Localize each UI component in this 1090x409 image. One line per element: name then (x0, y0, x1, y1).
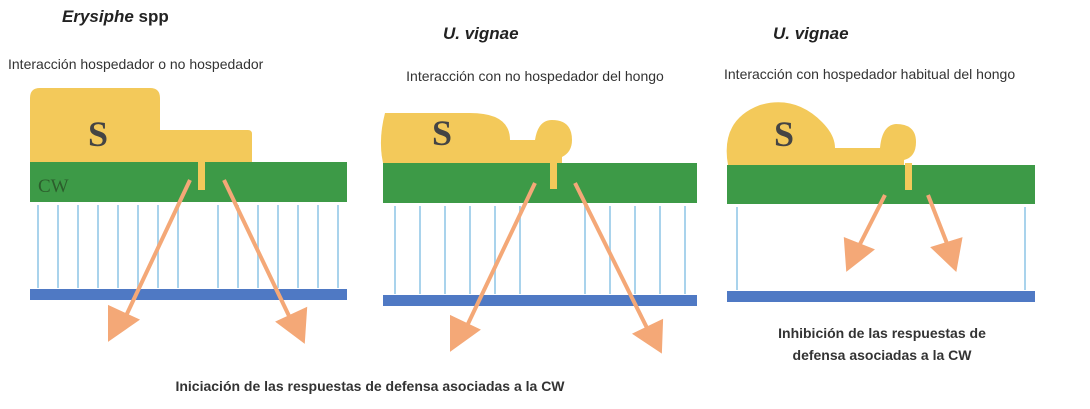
panel3-title: U. vignae (773, 24, 849, 44)
panel1-spore-label: S (88, 114, 108, 154)
panel2-title: U. vignae (443, 24, 519, 44)
panel3-penetration-peg (905, 163, 912, 190)
caption-inhibition: Inhibición de las respuestas de defensa … (778, 325, 986, 363)
caption-initiation: Iniciación de las respuestas de defensa … (175, 378, 565, 394)
panel3-spore: S (726, 102, 916, 165)
panel3-plasma-membrane (727, 291, 1035, 302)
panel3-cell-wall (727, 165, 1035, 204)
panel1-title-species: Erysiphe (62, 7, 134, 26)
panel1-title-suffix: spp (133, 7, 169, 26)
panel3-cytoplasm-lines (736, 207, 1026, 290)
panel1-spore: S (30, 88, 252, 162)
panel2-title-species: U. vignae (443, 24, 519, 43)
panel3-signal-arrows (843, 194, 963, 273)
panel1-title: Erysiphe spp (62, 7, 169, 27)
panel1-plasma-membrane (30, 289, 347, 300)
panel1-cw-label: CW (38, 176, 69, 197)
panel2-penetration-peg (550, 160, 557, 189)
panel2-spore-label: S (432, 113, 452, 153)
panel2-signal-arrows (450, 182, 664, 354)
panel2-cytoplasm-lines (394, 206, 686, 294)
panel1-signal-arrows (108, 179, 308, 344)
panel3-title-species: U. vignae (773, 24, 849, 43)
panel3-subtitle: Interacción con hospedador habitual del … (724, 66, 1016, 82)
panel1-cytoplasm-lines (37, 205, 339, 288)
panel2-cell-wall (383, 163, 697, 203)
panel3-spore-label: S (774, 114, 794, 154)
panel1-penetration-peg (198, 160, 205, 190)
panel2-plasma-membrane (383, 295, 697, 306)
panel1-subtitle: Interacción hospedador o no hospedador (8, 56, 264, 72)
panel2-subtitle: Interacción con no hospedador del hongo (406, 68, 664, 84)
panel2-spore: S (380, 113, 572, 163)
